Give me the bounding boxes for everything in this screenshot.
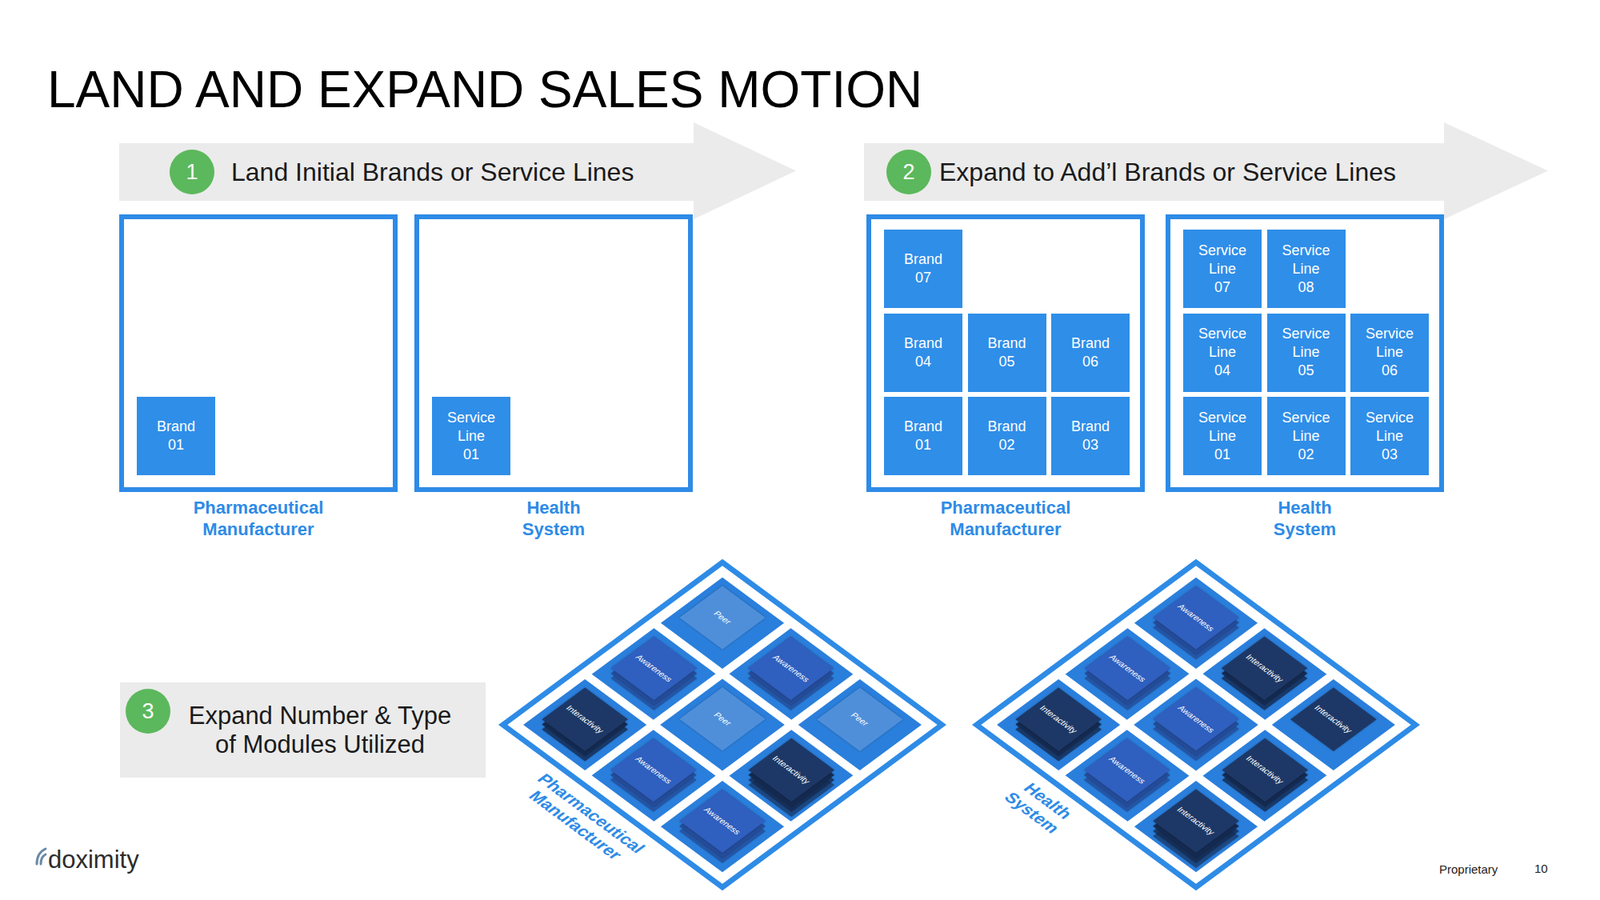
account-label: Health System [513, 496, 594, 540]
line-text: Service Line 01 [441, 408, 501, 464]
line-text: Brand 05 [977, 334, 1037, 372]
arrow-fill [864, 122, 1548, 220]
circle-fill [125, 688, 171, 734]
module-name: Awareness [1175, 602, 1217, 633]
step-title: Land Initial Brands or Service Lines [231, 143, 634, 201]
account-label: Health System [1264, 496, 1345, 540]
company-logo: doximity [48, 845, 140, 874]
account-box: Health SystemService Line 07Service Line… [1165, 214, 1444, 492]
page-number: 10 [1534, 860, 1548, 876]
footer-note: Proprietary [1439, 861, 1498, 877]
module-name: Awareness [632, 754, 675, 785]
line-text: Brand 03 [1060, 417, 1120, 455]
module-name: Interactivity [1243, 754, 1286, 786]
line-text: Brand 06 [1060, 334, 1120, 372]
line-block: Service Line 03 [1350, 396, 1429, 476]
line-text: Service Line 02 [1276, 408, 1336, 464]
line-text: Service Line 01 [1192, 408, 1252, 464]
logo-arc [36, 848, 46, 864]
account-grid: Pharmaceutical ManufacturerPeerAwareness… [498, 559, 947, 891]
step-arrow: Expand to Add’l Brands or Service Lines2 [864, 122, 1548, 220]
line-block: Brand 06 [1051, 313, 1130, 392]
slide-title: LAND AND EXPAND SALES MOTION [47, 64, 923, 116]
step-title: Expand Number & Type of Modules Utilized [182, 701, 459, 760]
line-block: Service Line 08 [1267, 229, 1346, 308]
circle-fill [886, 149, 932, 195]
line-text: Service Line 08 [1276, 241, 1336, 297]
module-name: Awareness [1106, 754, 1148, 785]
line-block: Brand 03 [1051, 396, 1130, 476]
line-text: Brand 01 [893, 417, 953, 455]
account-label: Pharmaceutical Manufacturer [178, 496, 339, 540]
line-block: Brand 01 [136, 396, 216, 476]
line-text: Service Line 03 [1360, 408, 1420, 464]
line-block: Brand 05 [968, 313, 1047, 392]
step-number: 1 [169, 149, 215, 195]
module-name: Peer [711, 609, 734, 627]
arrow-fill [119, 122, 796, 220]
step-number: 3 [125, 688, 171, 734]
account-box: Health SystemService Line 01 [414, 214, 693, 492]
line-block: Brand 02 [968, 396, 1047, 476]
line-text: Brand 07 [893, 250, 953, 288]
module-name: Interactivity [769, 754, 812, 786]
line-text: Service Line 07 [1192, 241, 1252, 297]
line-text: Brand 04 [893, 334, 953, 372]
line-text: Service Line 04 [1192, 324, 1252, 380]
module-name: Peer [711, 711, 734, 728]
module-name: Interactivity [1175, 804, 1218, 836]
line-text: Brand 02 [977, 417, 1037, 455]
line-block: Service Line 04 [1183, 313, 1262, 392]
module-name: Interactivity [1243, 652, 1286, 684]
line-block: Brand 07 [884, 229, 963, 308]
logo-arc [40, 854, 46, 864]
module-name: Awareness [1106, 652, 1148, 684]
line-text: Service Line 06 [1360, 324, 1420, 380]
line-text: Brand 01 [146, 417, 206, 455]
line-block: Service Line 06 [1350, 313, 1429, 392]
step-panel: Expand Number & Type of Modules Utilized… [120, 682, 486, 778]
line-block: Brand 04 [884, 313, 963, 392]
module-name: Awareness [770, 652, 812, 684]
module-name: Awareness [701, 805, 744, 836]
module-name: Interactivity [1037, 703, 1080, 735]
module-name: Interactivity [564, 703, 607, 735]
step-title: Expand to Add’l Brands or Service Lines [939, 143, 1396, 201]
line-block: Service Line 01 [432, 396, 511, 476]
line-block: Service Line 05 [1267, 313, 1346, 392]
line-text: Service Line 05 [1276, 324, 1336, 380]
module-name: Interactivity [1312, 703, 1355, 735]
line-block: Service Line 02 [1267, 396, 1346, 476]
account-box: Pharmaceutical ManufacturerBrand 01 [119, 214, 398, 492]
account-box: Pharmaceutical ManufacturerBrand 07Brand… [866, 214, 1145, 492]
module-name: Peer [848, 711, 872, 728]
circle-fill [169, 149, 215, 195]
step-number-text: 1 [169, 149, 215, 195]
module-name: Awareness [1175, 704, 1217, 735]
step-number-text: 3 [125, 688, 171, 734]
step-number-text: 2 [886, 149, 932, 195]
account-label: Health System [992, 772, 1087, 842]
line-block: Brand 01 [884, 396, 963, 476]
line-block: Service Line 01 [1183, 396, 1262, 476]
step-number: 2 [886, 149, 932, 195]
account-label: Pharmaceutical Manufacturer [925, 496, 1086, 540]
step-arrow: Land Initial Brands or Service Lines 1 [119, 122, 796, 220]
account-grid: Health SystemAwarenessInteractivityInter… [972, 559, 1420, 891]
module-name: Awareness [632, 652, 675, 684]
line-block: Service Line 07 [1183, 229, 1262, 308]
